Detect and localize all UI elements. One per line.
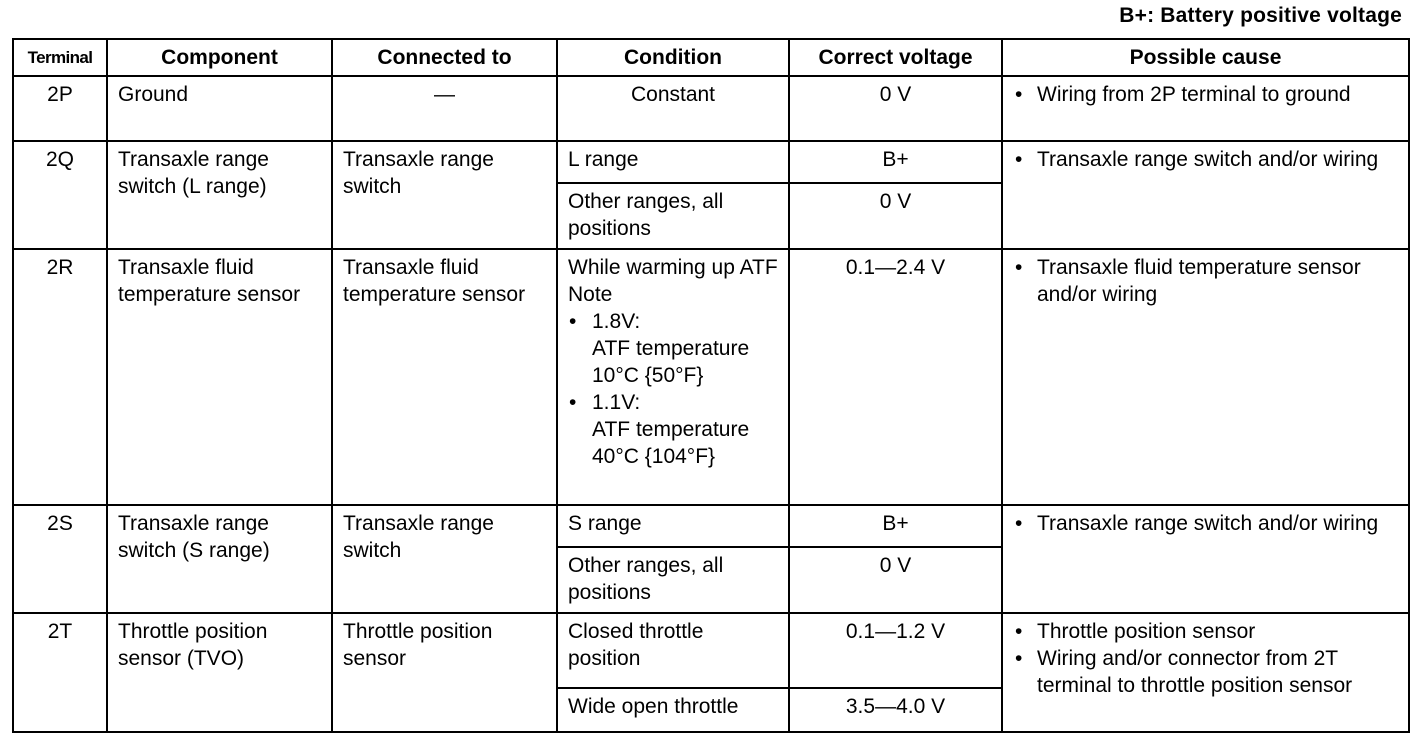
terminal-cell: 2T: [12, 612, 108, 733]
header-terminal: Terminal: [12, 38, 108, 77]
note-item: 1.8V: ATF temperature 10°C {50°F}: [568, 308, 778, 389]
voltage-cell: B+: [788, 140, 1003, 184]
table-row: 2R Transaxle fluid temperature sensor Tr…: [12, 248, 1410, 506]
terminal-voltage-table: Terminal Component Connected to Conditio…: [12, 38, 1410, 733]
cause-cell: Wiring from 2P terminal to ground: [1001, 75, 1410, 142]
header-row: Terminal Component Connected to Conditio…: [12, 38, 1410, 77]
connected-to-cell: —: [331, 75, 558, 142]
condition-cell: Wide open throttle: [556, 687, 790, 733]
cause-cell: Transaxle fluid temperature sensor and/o…: [1001, 248, 1410, 506]
note-item: 1.1V: ATF temperature 40°C {104°F}: [568, 389, 778, 470]
table-row: 2T Throttle position sensor (TVO) Thrott…: [12, 612, 1410, 733]
component-cell: Ground: [106, 75, 333, 142]
condition-cell: L range: [556, 140, 790, 184]
connected-to-cell: Transaxle range switch: [331, 140, 558, 250]
cause-item: Wiring and/or connector from 2T terminal…: [1013, 645, 1398, 699]
header-possible-cause: Possible cause: [1001, 38, 1410, 77]
header-correct-voltage: Correct voltage: [788, 38, 1003, 77]
terminal-cell: 2Q: [12, 140, 108, 250]
note-line: 10°C {50°F}: [592, 364, 704, 387]
voltage-cell: 0 V: [788, 75, 1003, 142]
voltage-cell: 0.1—2.4 V: [788, 248, 1003, 506]
note-value: 1.8V:: [592, 310, 641, 333]
connected-to-cell: Transaxle fluid temperature sensor: [331, 248, 558, 506]
voltage-cell: B+: [788, 504, 1003, 548]
condition-cell: Other ranges, all positions: [556, 546, 790, 614]
header-condition: Condition: [556, 38, 790, 77]
terminal-cell: 2P: [12, 75, 108, 142]
component-cell: Transaxle fluid temperature sensor: [106, 248, 333, 506]
terminal-cell: 2S: [12, 504, 108, 614]
cause-item: Transaxle fluid temperature sensor and/o…: [1013, 254, 1398, 308]
table-row: 2Q Transaxle range switch (L range) Tran…: [12, 140, 1410, 250]
note-line: 40°C {104°F}: [592, 445, 716, 468]
condition-cell: While warming up ATF Note 1.8V: ATF temp…: [556, 248, 790, 506]
cause-item: Wiring from 2P terminal to ground: [1013, 81, 1398, 108]
cause-item: Throttle position sensor: [1013, 618, 1398, 645]
table-row: Wide open throttle 3.5—4.0 V: [13, 687, 1409, 733]
cause-cell: Transaxle range switch and/or wiring: [1001, 140, 1410, 250]
component-cell: Transaxle range switch (L range): [106, 140, 333, 250]
note-line: ATF temperature: [592, 418, 750, 441]
condition-text: While warming up ATF: [568, 256, 778, 279]
voltage-legend: B+: Battery positive voltage: [1119, 4, 1402, 27]
component-cell: Transaxle range switch (S range): [106, 504, 333, 614]
condition-cell: Constant: [556, 75, 790, 142]
cause-cell: Transaxle range switch and/or wiring: [1001, 504, 1410, 614]
header-connected-to: Connected to: [331, 38, 558, 77]
table-row: 2P Ground — Constant 0 V Wiring from 2P …: [12, 75, 1410, 142]
table-row: Other ranges, all positions 0 V: [13, 546, 1409, 614]
voltage-cell: 0 V: [788, 546, 1003, 614]
connected-to-cell: Throttle position sensor: [331, 612, 558, 733]
table-row: 2S Transaxle range switch (S range) Tran…: [12, 504, 1410, 614]
voltage-cell: 0 V: [788, 182, 1003, 250]
voltage-cell: 3.5—4.0 V: [788, 687, 1003, 733]
note-value: 1.1V:: [592, 391, 641, 414]
connected-to-cell: Transaxle range switch: [331, 504, 558, 614]
voltage-cell: 0.1—1.2 V: [788, 612, 1003, 689]
header-component: Component: [106, 38, 333, 77]
component-cell: Throttle position sensor (TVO): [106, 612, 333, 733]
terminal-cell: 2R: [12, 248, 108, 506]
table-row: Other ranges, all positions 0 V: [13, 182, 1409, 250]
cause-cell: Throttle position sensor Wiring and/or c…: [1001, 612, 1410, 733]
cause-item: Transaxle range switch and/or wiring: [1013, 510, 1398, 537]
note-line: ATF temperature: [592, 337, 750, 360]
cause-item: Transaxle range switch and/or wiring: [1013, 146, 1398, 173]
note-label: Note: [568, 283, 613, 306]
condition-cell: S range: [556, 504, 790, 548]
condition-cell: Closed throttle position: [556, 612, 790, 689]
condition-cell: Other ranges, all positions: [556, 182, 790, 250]
